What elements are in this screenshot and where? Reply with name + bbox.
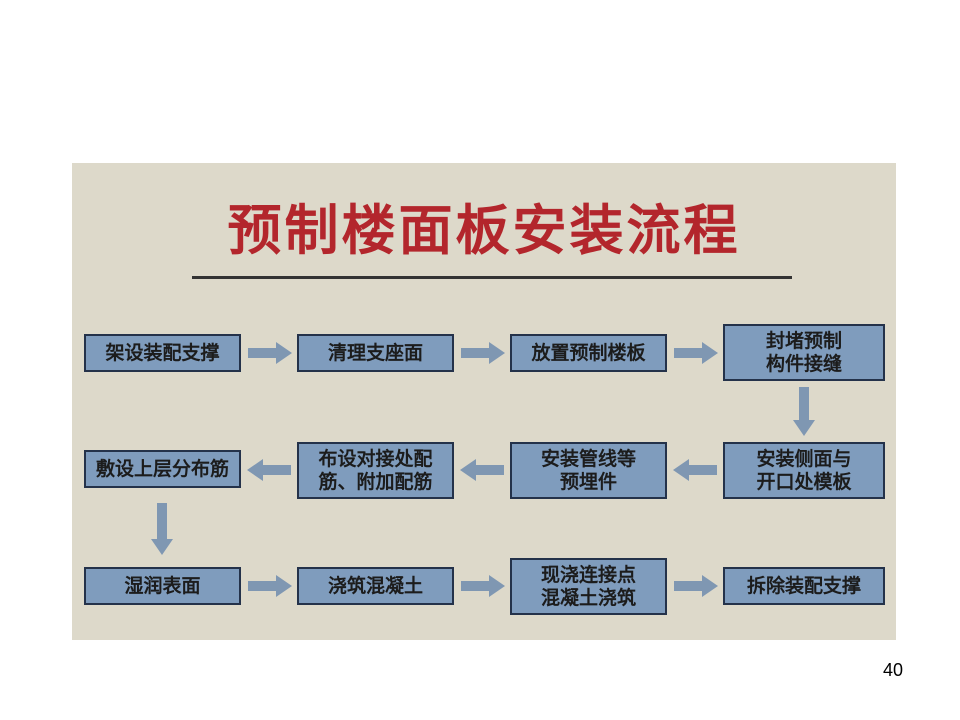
step-2-box: 清理支座面 bbox=[297, 334, 454, 372]
step-8-box: 敷设上层分布筋 bbox=[84, 450, 241, 488]
step-5-box: 安装侧面与开口处模板 bbox=[723, 442, 885, 499]
step-7-box: 布设对接处配筋、附加配筋 bbox=[297, 442, 454, 499]
diagram-title: 预制楼面板安装流程 bbox=[227, 199, 741, 262]
step-11-box: 现浇连接点混凝土浇筑 bbox=[510, 558, 667, 615]
page-number: 40 bbox=[882, 660, 903, 680]
step-9-box: 湿润表面 bbox=[84, 567, 241, 605]
arrow-3-4 bbox=[674, 342, 718, 364]
arrow-11-12 bbox=[674, 575, 718, 597]
step-12-box: 拆除装配支撑 bbox=[723, 567, 885, 605]
step-1-box: 架设装配支撑 bbox=[84, 334, 241, 372]
arrow-4-5 bbox=[793, 387, 815, 436]
arrow-10-11 bbox=[461, 575, 505, 597]
step-4-box: 封堵预制构件接缝 bbox=[723, 324, 885, 381]
arrow-5-6 bbox=[673, 459, 717, 481]
diagram-panel: 预制楼面板安装流程 架设装配支撑 清理支座面 放置预制楼板 封堵预制构件接缝 安… bbox=[72, 163, 896, 640]
arrow-7-8 bbox=[247, 459, 291, 481]
step-6-box: 安装管线等预埋件 bbox=[510, 442, 667, 499]
arrow-6-7 bbox=[460, 459, 504, 481]
flow-arrows bbox=[151, 342, 815, 597]
title-underline bbox=[192, 276, 792, 279]
arrow-1-2 bbox=[248, 342, 292, 364]
arrow-8-9 bbox=[151, 503, 173, 555]
arrow-2-3 bbox=[461, 342, 505, 364]
step-10-box: 浇筑混凝土 bbox=[297, 567, 454, 605]
arrow-9-10 bbox=[248, 575, 292, 597]
step-3-box: 放置预制楼板 bbox=[510, 334, 667, 372]
